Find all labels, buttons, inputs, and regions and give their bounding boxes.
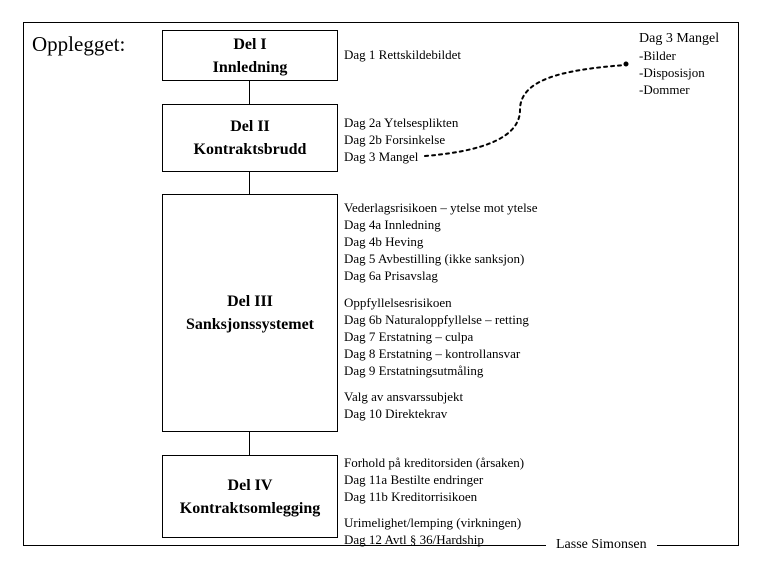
author-credit: Lasse Simonsen <box>546 536 657 554</box>
list-item: Dag 3 Mangel <box>344 149 419 164</box>
list-item: Dag 2a Ytelsesplikten <box>344 115 459 130</box>
list-item: Dag 4a Innledning <box>344 217 441 232</box>
list-item: Dag 10 Direktekrav <box>344 406 448 421</box>
list-item: Dag 7 Erstatning – culpa <box>344 329 474 344</box>
list-item: Dag 2b Forsinkelse <box>344 132 446 147</box>
part2-list: Dag 2a Ytelsesplikten Dag 2b Forsinkelse… <box>344 114 458 165</box>
list-item: Dag 6a Prisavslag <box>344 268 438 283</box>
part-name: Kontraktsomlegging <box>179 499 321 517</box>
part-name: Sanksjonssystemet <box>185 316 314 333</box>
connector-1-2 <box>249 80 250 104</box>
list-item: Valg av ansvarssubjekt <box>344 389 464 404</box>
part-number: Del I <box>233 35 267 53</box>
part3-group1-list: Vederlagsrisikoen – ytelse mot ytelse Da… <box>344 199 538 284</box>
part-number: Del III <box>227 293 273 310</box>
list-item: Dag 5 Avbestilling (ikke sanksjon) <box>344 251 525 266</box>
list-item: Dag 8 Erstatning – kontrollansvar <box>344 346 521 361</box>
callout-item: -Bilder <box>639 48 676 63</box>
diagram-frame <box>23 22 739 546</box>
part-box-4: Del IV Kontraktsomlegging <box>162 455 338 538</box>
list-item: Oppfyllelsesrisikoen <box>344 295 452 310</box>
part3-group3-list: Valg av ansvarssubjekt Dag 10 Direktekra… <box>344 388 463 422</box>
part1-list: Dag 1 Rettskildebildet <box>344 46 461 63</box>
list-item: Dag 4b Heving <box>344 234 424 249</box>
list-item: Forhold på kreditorsiden (årsaken) <box>344 455 525 470</box>
connector-2-3 <box>249 172 250 194</box>
list-item: Vederlagsrisikoen – ytelse mot ytelse <box>344 200 538 215</box>
part-number: Del II <box>230 118 270 135</box>
list-item: Dag 6b Naturaloppfyllelse – retting <box>344 312 529 327</box>
part-name: Kontraktsbrudd <box>193 141 307 158</box>
mangel-callout: Dag 3 Mangel -Bilder -Disposisjon -Domme… <box>639 30 719 98</box>
part-box-2: Del II Kontraktsbrudd <box>162 104 338 172</box>
list-item: Dag 11b Kreditorrisikoen <box>344 489 478 504</box>
list-item: Urimelighet/lemping (virkningen) <box>344 515 522 530</box>
part-name: Innledning <box>212 58 288 76</box>
list-item: Dag 12 Avtl § 36/Hardship <box>344 532 484 547</box>
part4-group1-list: Forhold på kreditorsiden (årsaken) Dag 1… <box>344 454 524 505</box>
part3-group2-list: Oppfyllelsesrisikoen Dag 6b Naturaloppfy… <box>344 294 529 379</box>
page-title: Opplegget: <box>32 32 126 56</box>
part-box-3: Del III Sanksjonssystemet <box>162 194 338 432</box>
part-number: Del IV <box>227 476 273 494</box>
list-item: Dag 1 Rettskildebildet <box>344 47 461 62</box>
callout-item: -Dommer <box>639 82 690 97</box>
callout-heading: Dag 3 Mangel <box>639 31 720 46</box>
connector-3-4 <box>249 432 250 455</box>
list-item: Dag 9 Erstatningsutmåling <box>344 363 484 378</box>
callout-item: -Disposisjon <box>639 65 705 80</box>
part-box-1: Del I Innledning <box>162 30 338 81</box>
list-item: Dag 11a Bestilte endringer <box>344 472 484 487</box>
part4-group2-list: Urimelighet/lemping (virkningen) Dag 12 … <box>344 514 521 548</box>
